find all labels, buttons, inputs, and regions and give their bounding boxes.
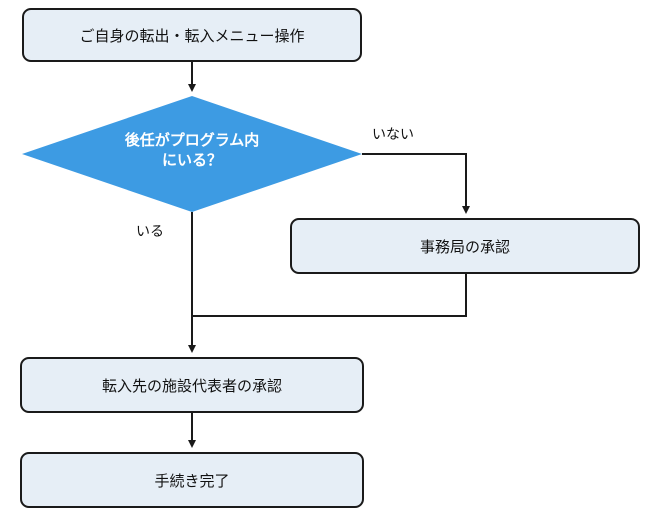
decision-label: 後任がプログラム内 にいる？	[92, 130, 292, 170]
no-branch-label: いない	[372, 127, 414, 143]
step-menu-operation: ご自身の転出・転入メニュー操作	[22, 8, 362, 62]
step-representative-approval: 転入先の施設代表者の承認	[20, 357, 364, 413]
step-complete: 手続き完了	[20, 452, 364, 508]
line-office-merge	[192, 274, 467, 317]
yes-branch-label: いる	[136, 224, 164, 240]
step-complete-label: 手続き完了	[154, 471, 230, 490]
decision-diamond	[22, 96, 362, 212]
step-office-approval: 事務局の承認	[290, 218, 640, 274]
decision-label-line1: 後任がプログラム内	[124, 131, 260, 149]
step-menu-operation-label: ご自身の転出・転入メニュー操作	[79, 26, 305, 45]
decision-label-line2: にいる？	[161, 151, 222, 169]
step-representative-approval-label: 転入先の施設代表者の承認	[101, 376, 282, 395]
step-office-approval-label: 事務局の承認	[419, 237, 510, 256]
arrow-no-branch	[362, 153, 470, 214]
